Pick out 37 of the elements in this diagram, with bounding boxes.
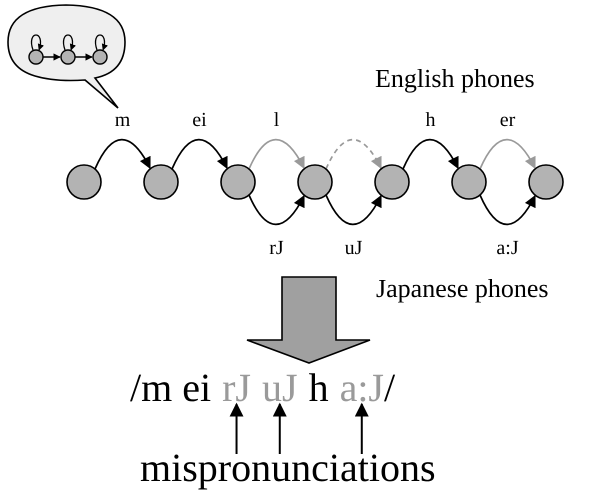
- edge-label: h: [426, 110, 436, 130]
- phone-text: uJ: [262, 368, 298, 408]
- state-circle: [374, 164, 410, 200]
- arrow: [94, 138, 151, 170]
- state-circle: [66, 164, 102, 200]
- edge-label: uJ: [344, 238, 362, 258]
- arrow: [230, 402, 244, 454]
- state-circle: [451, 164, 487, 200]
- arrow: [479, 138, 536, 170]
- arrow: [479, 194, 536, 226]
- arrow: [325, 194, 382, 226]
- arrow: [171, 138, 228, 170]
- phone-text: /: [384, 368, 396, 408]
- arrow: [402, 138, 459, 170]
- edge-label: ei: [192, 110, 207, 130]
- edge-label: rJ: [269, 238, 284, 258]
- arrow: [248, 194, 305, 226]
- state-circle: [297, 164, 333, 200]
- arrow: [272, 402, 287, 454]
- row-label: English phones: [375, 66, 535, 92]
- phone-text: h: [308, 368, 329, 408]
- speech-bubble-drawing: [7, 4, 126, 109]
- arrow: [325, 138, 382, 170]
- row-label: Japanese phones: [376, 276, 549, 302]
- phone-text: rJ: [222, 368, 251, 408]
- arrow: [354, 402, 369, 454]
- edge-label: m: [114, 110, 130, 130]
- phone-text: /m ei: [130, 368, 212, 408]
- edge-label: l: [274, 110, 280, 130]
- state-circle: [528, 164, 564, 200]
- phone-text: a:J: [340, 368, 384, 408]
- edge-label: a:J: [496, 238, 519, 258]
- annotation-text: mispronunciations: [140, 448, 436, 488]
- state-circle: [143, 164, 179, 200]
- state-circle: [220, 164, 256, 200]
- arrow: [248, 138, 305, 170]
- edge-label: er: [500, 110, 516, 130]
